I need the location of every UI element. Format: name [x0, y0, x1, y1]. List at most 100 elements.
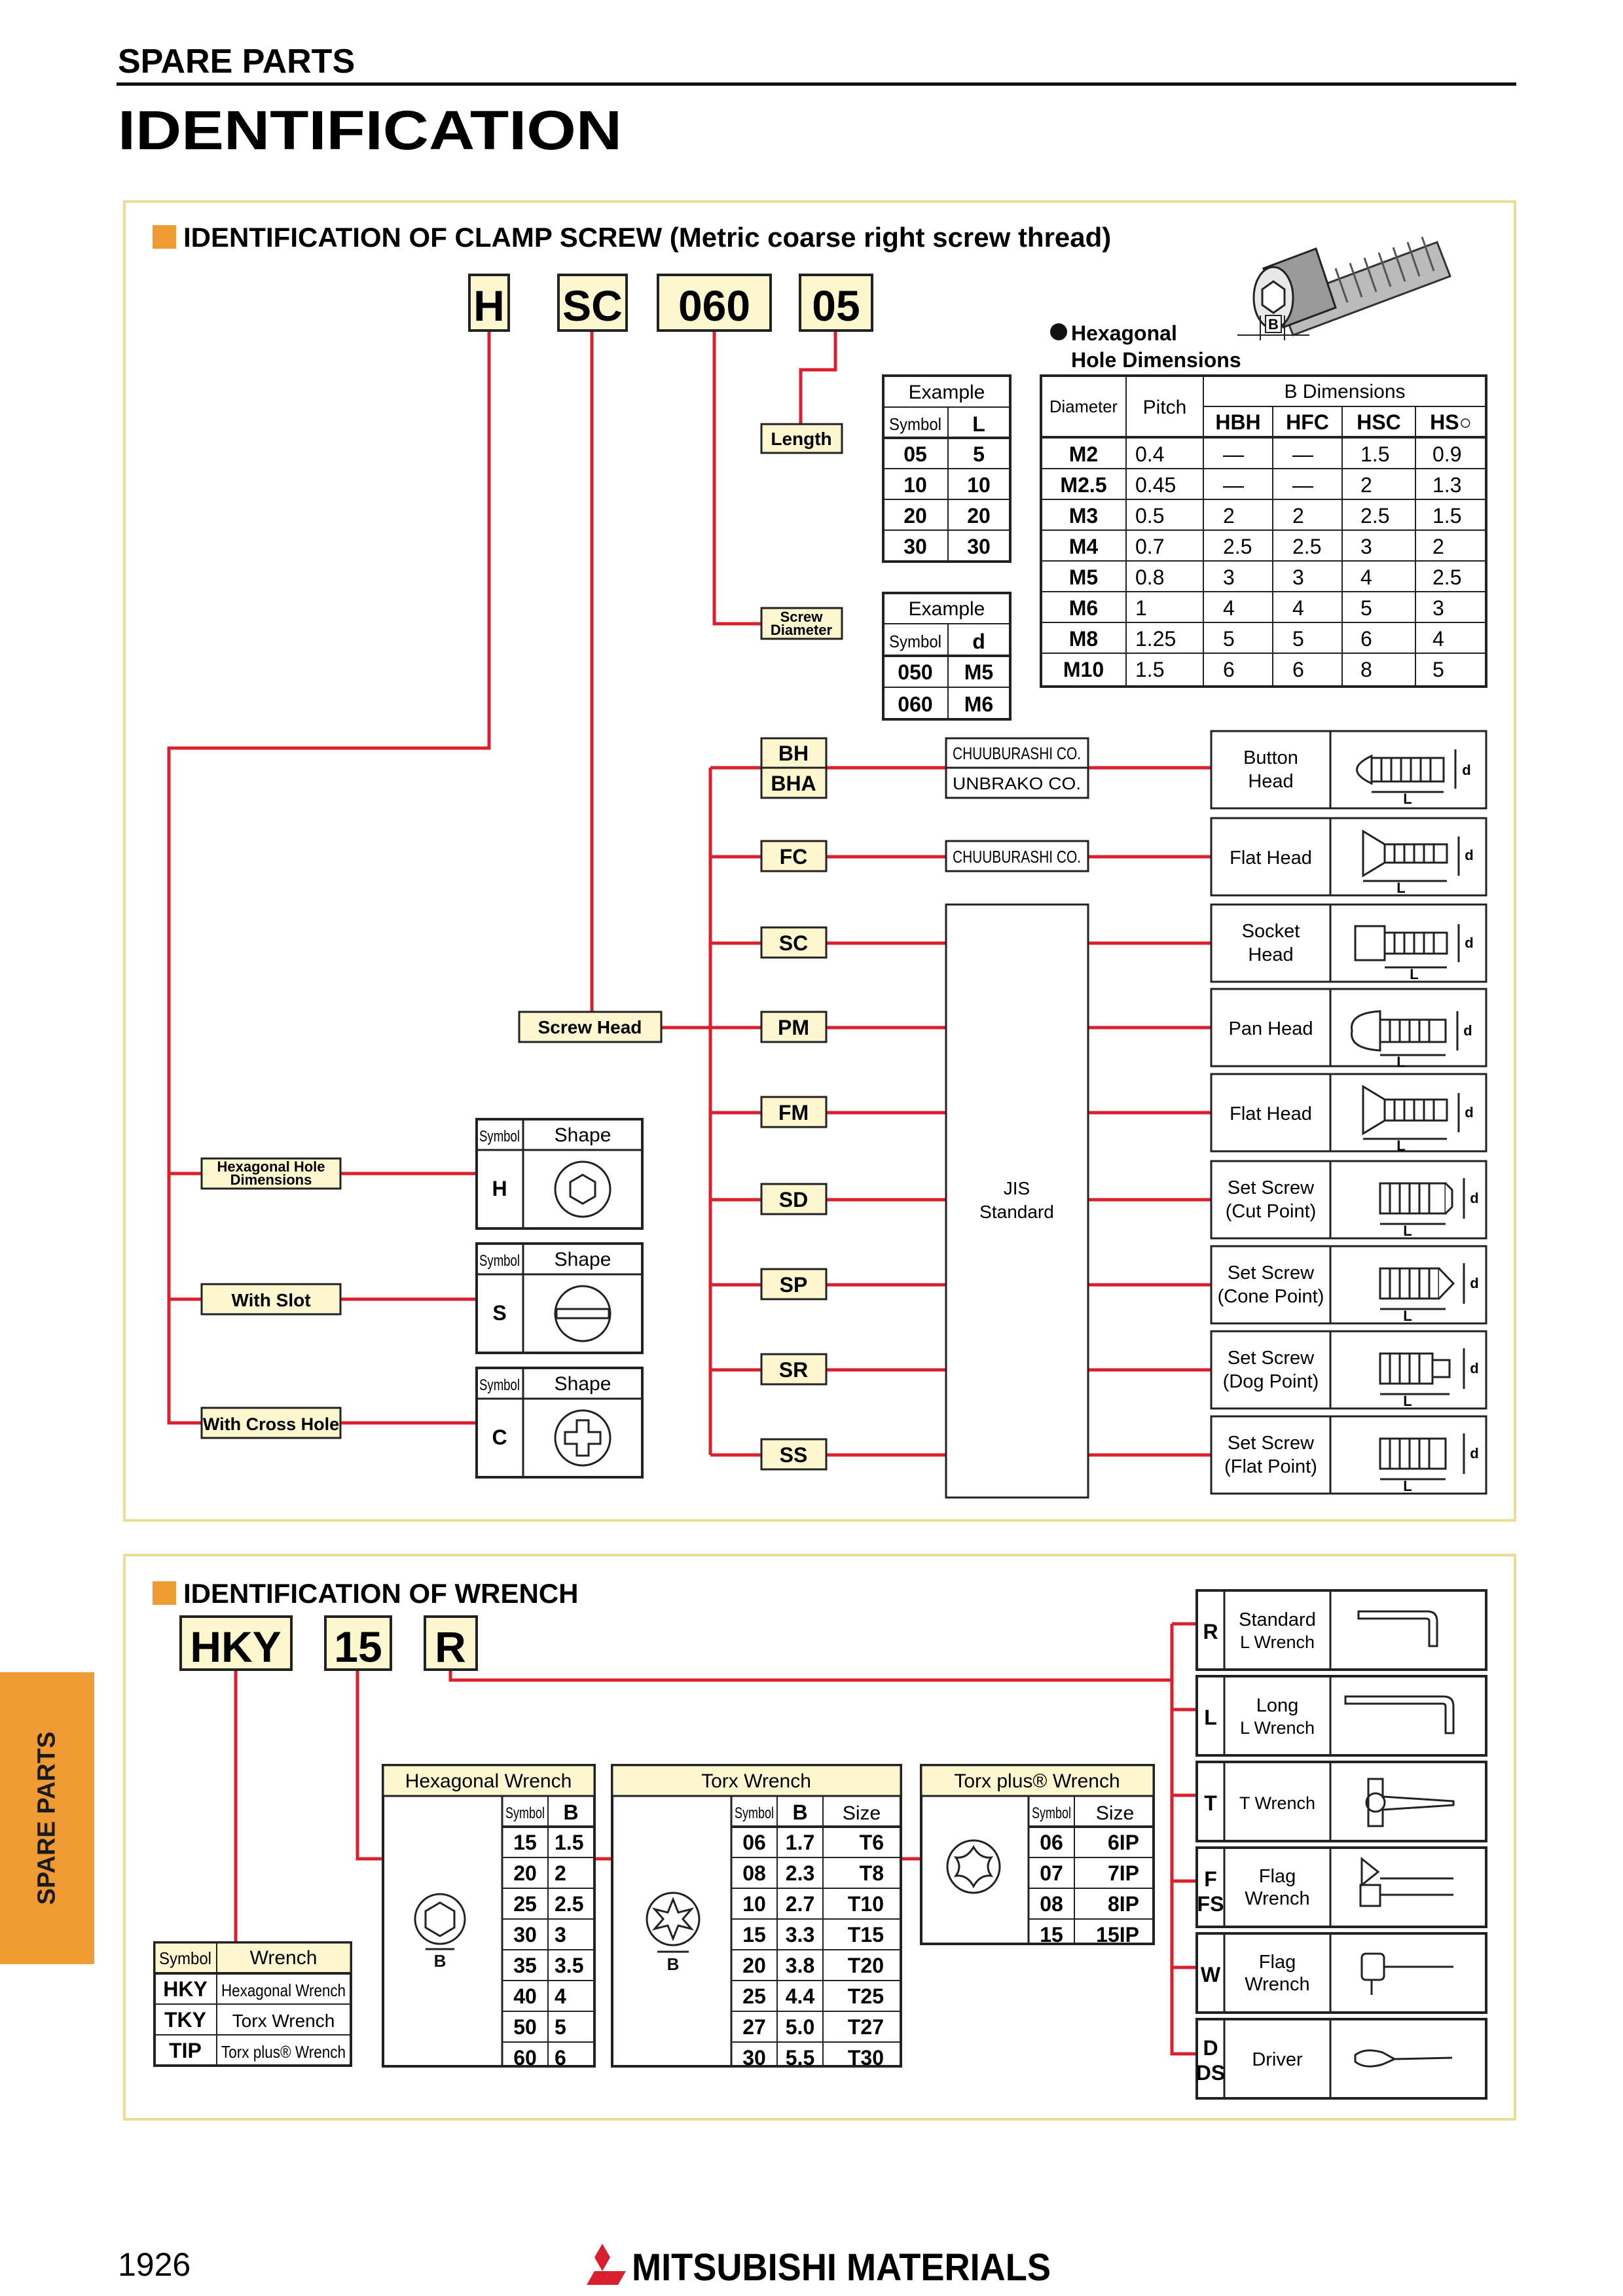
svg-text:8: 8	[1360, 658, 1372, 681]
head-code-bh: BH	[778, 742, 809, 765]
head-codes: BH BHA FC SC PM FM SD SP SR SS	[771, 742, 816, 1467]
svg-text:Wrench: Wrench	[250, 1947, 318, 1969]
svg-text:—: —	[1292, 442, 1313, 466]
svg-text:15: 15	[742, 1923, 766, 1946]
svg-text:60: 60	[513, 2046, 537, 2070]
svg-text:T: T	[1204, 1791, 1217, 1815]
svg-text:20: 20	[967, 504, 991, 528]
svg-text:Flat Head: Flat Head	[1230, 848, 1312, 869]
svg-text:3: 3	[1223, 565, 1235, 589]
svg-text:30: 30	[903, 535, 927, 558]
svg-text:TKY: TKY	[164, 2008, 206, 2032]
t-wrench-icon	[1365, 1778, 1455, 1827]
clamp-section-title: IDENTIFICATION OF CLAMP SCREW (Metric co…	[183, 222, 1111, 253]
svg-text:Long: Long	[1256, 1695, 1299, 1716]
svg-text:Set Screw: Set Screw	[1228, 1433, 1315, 1454]
set-screw-cone-point-icon	[1379, 1263, 1465, 1310]
svg-text:L: L	[1403, 1478, 1412, 1494]
flat-head-screw-icon	[1362, 829, 1460, 882]
head-code-ss: SS	[780, 1443, 808, 1467]
svg-text:4: 4	[555, 1984, 566, 2008]
svg-text:D: D	[1203, 2036, 1218, 2060]
svg-text:1.25: 1.25	[1135, 627, 1176, 651]
svg-text:M3: M3	[1069, 504, 1098, 528]
svg-text:Flag: Flag	[1259, 1952, 1296, 1973]
length-label-box	[760, 423, 843, 454]
torxplus-tip-icon	[946, 1839, 1001, 1894]
svg-text:L: L	[1396, 1138, 1405, 1154]
svg-text:2.7: 2.7	[786, 1892, 814, 1916]
diameter-table-head-symbol: Symbol	[889, 632, 941, 651]
diameter-label-box	[760, 607, 843, 640]
svg-text:Hexagonal Wrench: Hexagonal Wrench	[221, 1981, 346, 2000]
clamp-code: H SC 060 05	[468, 274, 873, 332]
svg-text:1.5: 1.5	[1135, 658, 1164, 681]
svg-text:060: 060	[898, 692, 932, 716]
svg-text:5: 5	[1360, 596, 1372, 620]
torx-tip-icon: B	[646, 1892, 701, 1974]
section-marker	[153, 225, 176, 249]
svg-text:4: 4	[1432, 627, 1444, 651]
svg-text:2: 2	[1223, 504, 1235, 528]
svg-text:50: 50	[513, 2015, 537, 2039]
svg-text:0.8: 0.8	[1135, 565, 1164, 589]
svg-text:3.5: 3.5	[555, 1954, 583, 1977]
svg-text:Size: Size	[843, 1803, 881, 1824]
svg-text:3.3: 3.3	[786, 1923, 814, 1946]
clamp-frame	[123, 200, 1516, 1522]
svg-text:Head: Head	[1248, 771, 1293, 792]
svg-text:HKY: HKY	[163, 1977, 208, 2001]
bullet-icon	[1050, 323, 1067, 340]
svg-text:5: 5	[1292, 627, 1304, 651]
flag-wrench-icon	[1359, 1856, 1453, 1907]
svg-text:Wrench: Wrench	[1245, 1974, 1309, 1995]
long-l-wrench-icon	[1344, 1695, 1455, 1734]
svg-text:Torx plus® Wrench: Torx plus® Wrench	[221, 2042, 346, 2062]
svg-text:M6: M6	[1069, 596, 1098, 620]
svg-text:Set Screw: Set Screw	[1228, 1263, 1315, 1283]
jis-label-1: JIS	[1004, 1178, 1030, 1198]
svg-text:Shape: Shape	[555, 1373, 611, 1395]
code-box-r: R	[435, 1623, 466, 1671]
svg-text:2.5: 2.5	[1432, 565, 1461, 589]
svg-text:3: 3	[1292, 565, 1304, 589]
svg-text:8IP: 8IP	[1108, 1892, 1139, 1916]
head-code-sc: SC	[779, 931, 808, 955]
hex-head-b: B Dimensions	[1284, 381, 1405, 403]
hexagon-socket-icon	[554, 1160, 611, 1218]
svg-text:B: B	[1268, 316, 1279, 332]
svg-text:0.4: 0.4	[1135, 442, 1164, 466]
svg-text:S: S	[492, 1301, 506, 1325]
svg-text:Set Screw: Set Screw	[1228, 1348, 1315, 1369]
svg-text:6: 6	[1292, 658, 1304, 681]
diameter-label-2: Diameter	[771, 622, 833, 638]
wrench-type-table	[153, 1941, 352, 2067]
svg-text:R: R	[1203, 1620, 1218, 1643]
svg-text:T27: T27	[848, 2015, 884, 2039]
svg-text:Symbol: Symbol	[505, 1804, 545, 1822]
svg-text:10: 10	[903, 473, 927, 497]
hex-wrench-table	[382, 1764, 596, 2068]
hole-label-hex-2: Dimensions	[230, 1172, 312, 1188]
svg-text:CHUUBURASHI CO.: CHUUBURASHI CO.	[953, 847, 1081, 867]
svg-text:W: W	[1201, 1963, 1221, 1986]
svg-text:(Dog Point): (Dog Point)	[1223, 1371, 1319, 1392]
svg-text:5: 5	[555, 2015, 566, 2039]
makers: CHUUBURASHI CO. UNBRAKO CO. CHUUBURASHI …	[953, 744, 1081, 867]
svg-text:L: L	[1403, 1308, 1412, 1324]
l-wrench-icon	[1357, 1610, 1438, 1647]
svg-text:d: d	[1470, 1445, 1478, 1462]
svg-text:10: 10	[742, 1892, 766, 1916]
wrench-code: HKY 15 R	[179, 1615, 478, 1671]
hole-label-boxes	[200, 1157, 342, 1439]
maker-boxes	[945, 737, 1089, 872]
svg-text:C: C	[492, 1426, 507, 1449]
wrench-type-boxes	[1195, 1589, 1487, 2100]
pan-head-screw-icon	[1351, 1010, 1459, 1056]
svg-text:2: 2	[1432, 535, 1444, 558]
svg-text:d: d	[1465, 935, 1473, 951]
svg-text:L: L	[1396, 1054, 1405, 1070]
svg-text:(Cone Point): (Cone Point)	[1218, 1286, 1324, 1307]
svg-text:T15: T15	[848, 1923, 884, 1946]
